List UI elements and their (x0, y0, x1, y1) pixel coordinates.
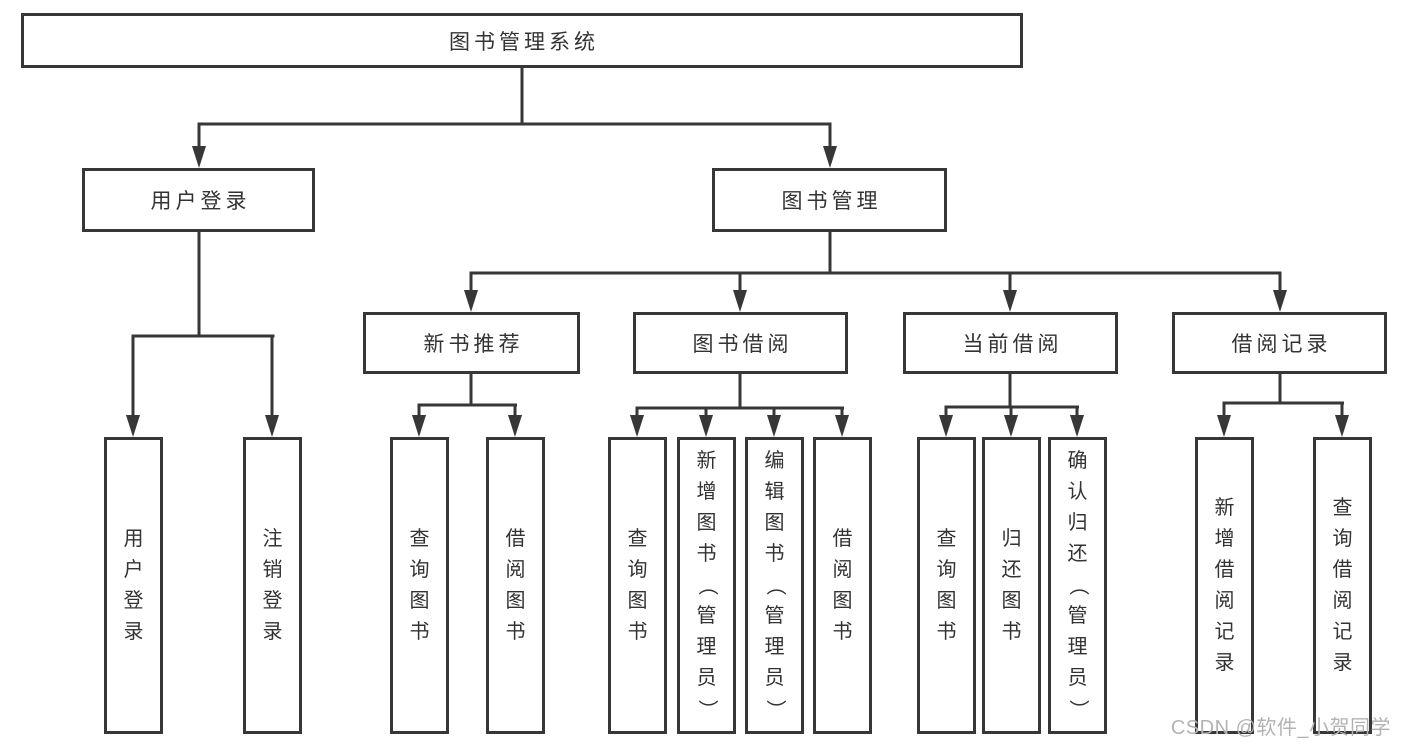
leaf-borrow-books: 借阅图书 (486, 437, 545, 734)
leaf-confirm-return-admin: 确认归还（管理员） (1048, 437, 1107, 734)
connector-book-management-to-level2 (464, 232, 1287, 312)
leaf-query-books-3: 查询图书 (917, 437, 976, 734)
node-root-system: 图书管理系统 (21, 13, 1023, 68)
leaf-logout: 注销登录 (243, 437, 302, 734)
node-book-borrow: 图书借阅 (633, 312, 848, 374)
leaf-edit-books-admin: 编辑图书（管理员） (745, 437, 804, 734)
connector-new-book-recommend-to-leaves (412, 374, 522, 437)
connector-borrow-record-to-leaves (1217, 374, 1349, 437)
csdn-watermark: CSDN @软件_小贺同学 (1170, 717, 1391, 739)
leaf-return-books: 归还图书 (982, 437, 1041, 734)
node-new-book-recommend: 新书推荐 (363, 312, 580, 374)
connector-book-borrow-to-leaves (630, 374, 849, 437)
node-current-borrow: 当前借阅 (903, 312, 1118, 374)
connector-current-borrow-to-leaves (939, 374, 1084, 437)
node-user-login: 用户登录 (82, 168, 315, 232)
leaf-user-login: 用户登录 (104, 437, 163, 734)
leaf-borrow-books-2: 借阅图书 (813, 437, 872, 734)
connector-root-to-level1 (192, 68, 837, 168)
connector-user-login-to-leaves (126, 232, 279, 437)
node-borrow-record: 借阅记录 (1172, 312, 1387, 374)
leaf-add-books-admin: 新增图书（管理员） (677, 437, 736, 734)
leaf-query-books: 查询图书 (390, 437, 449, 734)
node-book-management: 图书管理 (712, 168, 947, 232)
leaf-add-borrow-record: 新增借阅记录 (1195, 437, 1254, 734)
leaf-query-books-2: 查询图书 (608, 437, 667, 734)
leaf-query-borrow-record: 查询借阅记录 (1313, 437, 1372, 734)
